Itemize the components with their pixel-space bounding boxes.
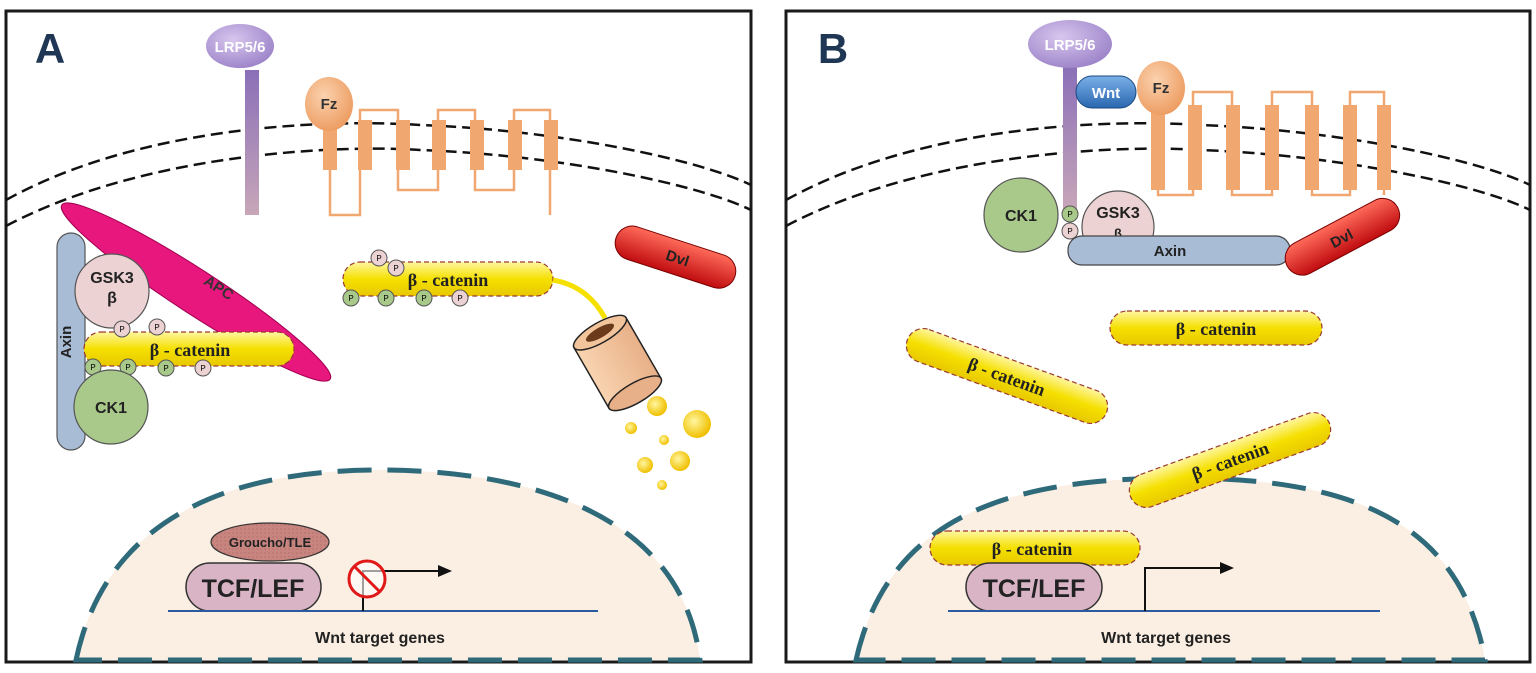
gsk3-label-b-2: β <box>1114 226 1122 241</box>
arrowhead-a <box>438 565 452 577</box>
genes-label-b: Wnt target genes <box>1101 630 1231 647</box>
axin-label-a: Axin <box>58 326 75 359</box>
lrp-label-a: LRP5/6 <box>215 39 266 56</box>
groucho-label-a: Groucho/TLE <box>229 535 312 550</box>
svg-text:P: P <box>457 294 462 303</box>
svg-text:P: P <box>163 364 168 373</box>
fz-label-b: Fz <box>1153 80 1170 97</box>
ck1-a <box>73 369 149 445</box>
fz-head-b <box>1137 61 1185 115</box>
panel-letter-a: A <box>35 25 65 72</box>
phospho-group-a1: P P P P P P <box>84 318 212 377</box>
lrp-stem-a <box>245 70 259 215</box>
svg-text:P: P <box>383 294 388 303</box>
svg-text:P: P <box>154 323 159 332</box>
svg-text:P: P <box>421 294 426 303</box>
lrp-stem-b <box>1063 66 1077 211</box>
transcription-arrow-b <box>1144 567 1222 611</box>
svg-text:P: P <box>125 363 130 372</box>
fz-label-a: Fz <box>321 96 338 113</box>
panel-letter-b: B <box>818 25 848 72</box>
fz-head-a <box>305 77 353 131</box>
dvl-a <box>614 225 737 289</box>
phospho-group-b: P P <box>1061 205 1079 240</box>
beta-catenin-b-3 <box>1128 411 1332 509</box>
degraded-fragments-a <box>625 396 711 490</box>
svg-text:P: P <box>200 364 205 373</box>
wnt-b <box>1075 75 1137 109</box>
gsk3-label-a-2: β <box>107 290 117 307</box>
dvl-label-a: Dvl <box>664 247 691 270</box>
svg-text:P: P <box>90 363 95 372</box>
nucleus-a <box>72 467 703 663</box>
lrp-head-a <box>206 24 274 68</box>
lrp-label-b: LRP5/6 <box>1045 37 1096 54</box>
gsk3-label-a-1: GSK3 <box>90 270 134 287</box>
arrowhead-b <box>1220 562 1234 574</box>
ck1-label-b: CK1 <box>1005 208 1037 225</box>
beta-catenin-nuclear-b <box>929 530 1141 566</box>
membrane-inner-a <box>5 147 752 228</box>
svg-text:P: P <box>376 254 381 263</box>
beta-catenin-b-1 <box>1109 310 1323 346</box>
panel-a: LRP5/6 Fz APC Axin GSK3 β β - catenin <box>4 9 753 664</box>
tcf-label-b: TCF/LEF <box>983 575 1086 603</box>
proteasome-a <box>572 314 663 412</box>
beta-catenin-label-b-1: β - catenin <box>1176 319 1256 339</box>
degradation-tail-a <box>552 277 608 320</box>
svg-text:P: P <box>393 264 398 273</box>
groucho-a <box>210 522 330 562</box>
membrane-outer-a <box>5 121 752 202</box>
lrp-head-b <box>1028 20 1112 68</box>
beta-catenin-label-a: β - catenin <box>150 340 230 360</box>
ck1-b <box>983 177 1059 253</box>
blocked-icon <box>347 559 387 599</box>
svg-text:P: P <box>1067 227 1072 236</box>
axin-label-b: Axin <box>1154 243 1187 260</box>
beta-catenin-nuclear-label-b: β - catenin <box>992 539 1072 559</box>
tcf-label-a: TCF/LEF <box>202 575 305 603</box>
beta-catenin-top-label-a: β - catenin <box>408 270 488 290</box>
dvl-b <box>1284 197 1401 276</box>
frizzled-a: Fz <box>305 77 558 217</box>
panel-b: LRP5/6 Wnt Fz GSK3 β CK1 P P <box>784 9 1532 664</box>
svg-text:P: P <box>1067 210 1072 219</box>
ck1-label-a: CK1 <box>95 400 127 417</box>
gsk3-label-b-1: GSK3 <box>1096 205 1140 222</box>
genes-label-a: Wnt target genes <box>315 630 445 647</box>
beta-catenin-b-2 <box>905 327 1109 425</box>
gsk3-a <box>74 253 150 329</box>
wnt-label-b: Wnt <box>1092 85 1120 102</box>
frizzled-b: Fz <box>1137 61 1391 197</box>
svg-text:P: P <box>119 325 124 334</box>
phospho-group-a2: P P P P P P <box>342 249 469 307</box>
svg-text:P: P <box>348 294 353 303</box>
beta-catenin-complex-a <box>83 331 295 367</box>
